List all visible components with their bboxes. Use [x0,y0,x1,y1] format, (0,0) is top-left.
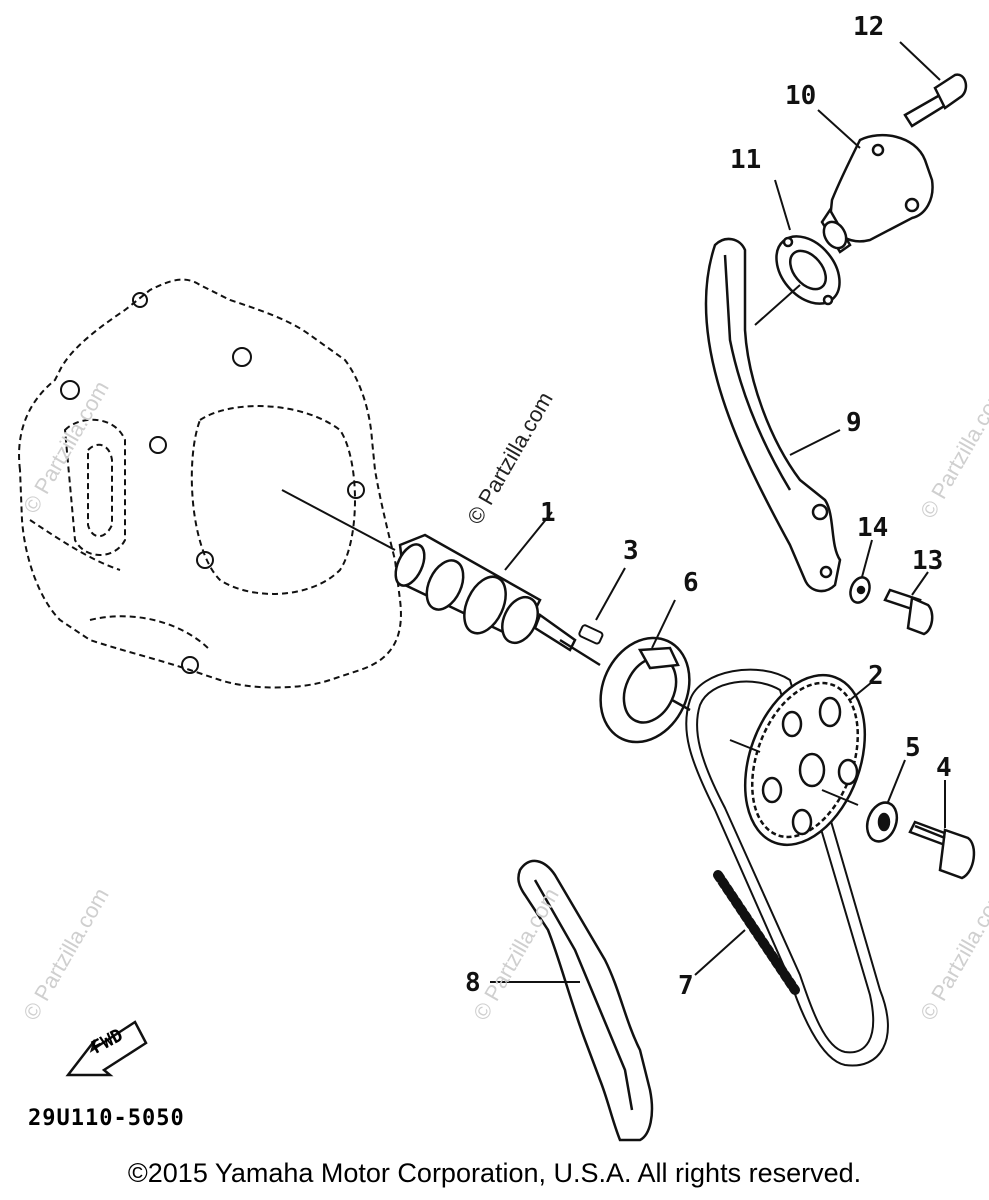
diagram-code: 29U110-5050 [28,1106,185,1131]
guide-bolt [885,590,932,634]
callout-3: 3 [623,536,639,566]
cam-chain [718,875,795,990]
callout-7: 7 [678,971,694,1001]
callout-4: 4 [936,753,952,783]
cylinder-head [19,280,401,688]
callout-5: 5 [905,733,921,763]
callout-8: 8 [465,968,481,998]
callout-13: 13 [912,546,944,576]
callout-11: 11 [730,145,762,175]
cam-chain-tensioner [819,135,932,252]
tensioner-bolt [905,75,966,126]
copyright-notice: ©2015 Yamaha Motor Corporation, U.S.A. A… [127,1158,862,1188]
cam-plate [584,623,706,756]
sprocket-bolt [910,822,974,878]
dowel-pin [578,624,603,644]
guide-washer [847,575,873,606]
tensioner-gasket [764,224,853,316]
forward-arrow [68,1022,146,1075]
camshaft [390,535,600,665]
washer [862,798,902,845]
callout-2: 2 [868,661,884,691]
head-bolt-bosses [61,293,364,673]
callout-10: 10 [785,81,817,111]
callout-9: 9 [846,408,862,438]
callout-14: 14 [857,513,889,543]
cam-chain-loop [686,670,888,1066]
tensioner-guide [706,239,840,591]
cam-sprocket [723,658,887,861]
callout-6: 6 [683,568,699,598]
callout-1: 1 [540,498,556,528]
callout-12: 12 [853,12,885,42]
chain-guide [518,861,652,1140]
